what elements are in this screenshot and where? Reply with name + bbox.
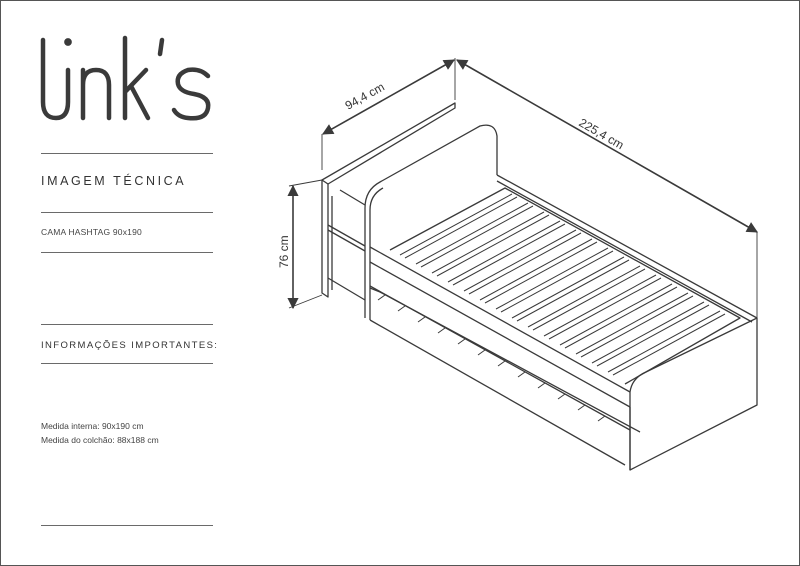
sheet-title: IMAGEM TÉCNICA	[41, 174, 187, 188]
bed-slats	[399, 193, 726, 376]
brand-logo	[40, 35, 211, 121]
divider	[41, 252, 213, 253]
product-name: CAMA HASHTAG 90x190	[41, 227, 142, 237]
trundle-slats	[377, 294, 606, 422]
depth-dimension-label: 94,4 cm	[343, 80, 387, 113]
bed-outline	[321, 102, 758, 471]
divider	[41, 525, 213, 526]
bed-technical-drawing: 94,4 cm 225,4 cm 76 cm	[277, 58, 758, 471]
spec-mattress-size: Medida do colchão: 88x188 cm	[41, 435, 159, 445]
divider	[41, 324, 213, 325]
spec-internal-size: Medida interna: 90x190 cm	[41, 421, 144, 431]
divider	[41, 153, 213, 154]
length-dimension-label: 225,4 cm	[577, 115, 627, 152]
divider	[41, 212, 213, 213]
divider	[41, 363, 213, 364]
dimension-lines	[287, 58, 758, 318]
info-heading: INFORMAÇÕES IMPORTANTES:	[41, 340, 219, 351]
height-dimension-label: 76 cm	[277, 235, 291, 268]
